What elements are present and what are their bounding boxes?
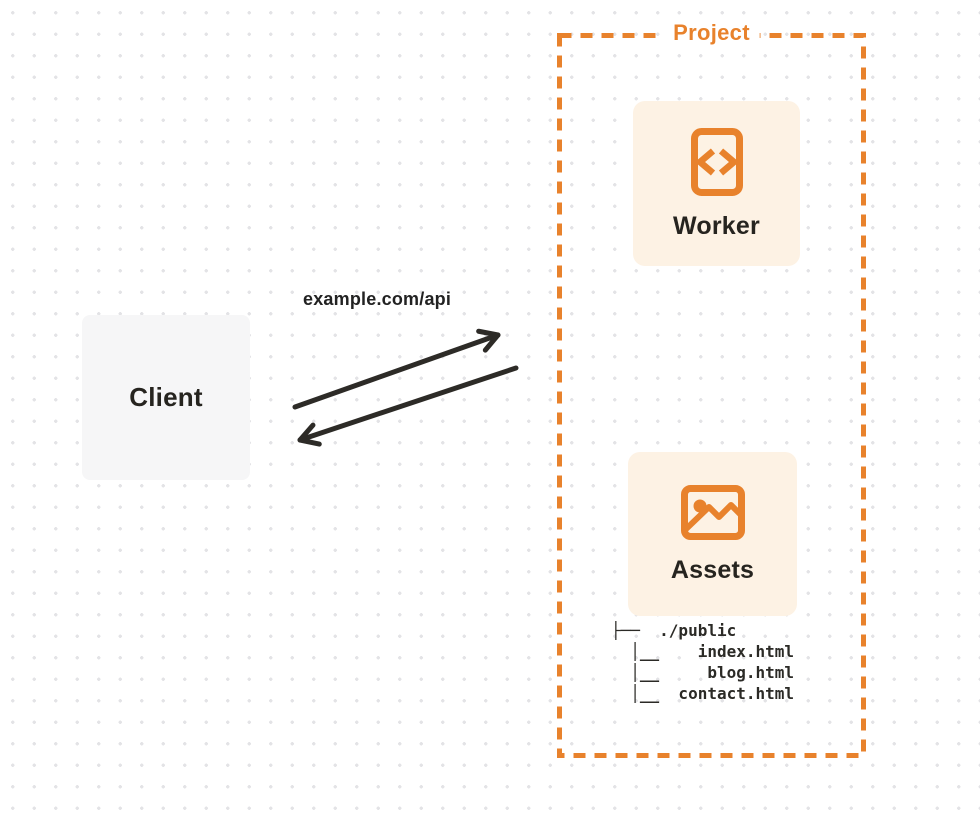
project-container: Project	[557, 20, 866, 758]
code-icon	[690, 128, 743, 196]
worker-node: Worker	[633, 101, 800, 266]
image-icon	[680, 485, 745, 540]
response-arrow	[297, 365, 519, 447]
tree-line-public: ├── ./public	[611, 621, 737, 640]
assets-file-tree: ├── ./public │__ index.html │__ blog.htm…	[611, 620, 794, 704]
assets-node: Assets	[628, 452, 797, 616]
project-label: Project	[663, 20, 760, 46]
client-node: Client	[82, 315, 250, 480]
request-url-label: example.com/api	[303, 289, 452, 309]
client-label: Client	[129, 382, 203, 412]
tree-line-index: │__ index.html	[611, 642, 795, 661]
request-arrow	[292, 328, 501, 410]
assets-label: Assets	[670, 556, 755, 584]
tree-line-blog: │__ blog.html	[611, 663, 795, 682]
worker-label: Worker	[673, 212, 760, 240]
tree-line-contact: │__ contact.html	[611, 684, 795, 703]
